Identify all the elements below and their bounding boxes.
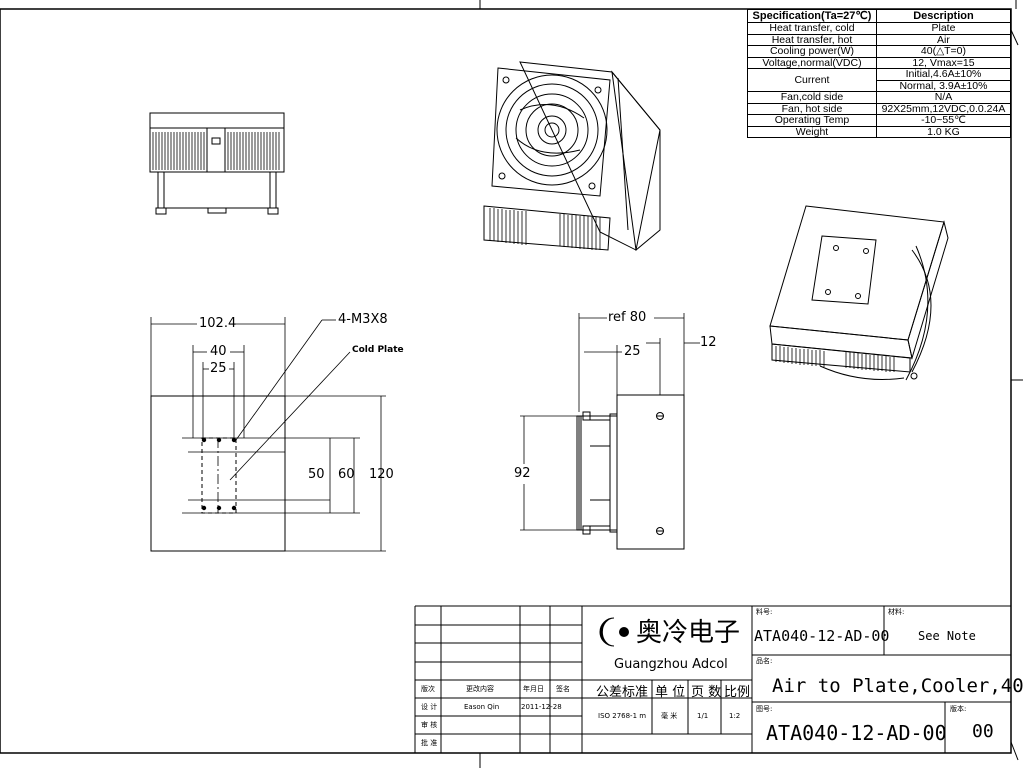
spec-label: Fan, hot side	[747, 102, 877, 115]
front-view-plate	[150, 317, 386, 552]
design-date: 2011-12-28	[521, 703, 562, 711]
title-block-grid	[414, 605, 1011, 753]
drawing-no: ATA040-12-AD-00	[766, 721, 947, 745]
spec-label: Heat transfer, hot	[747, 33, 877, 46]
pages-label: 页 数	[691, 685, 722, 700]
dim-fan-height: 92	[514, 466, 531, 481]
version-value: 00	[972, 721, 994, 742]
screw-callout: 4-M3X8	[338, 312, 388, 327]
company-name-en: Guangzhou Adcol	[614, 657, 728, 672]
isometric-plate-view	[769, 205, 949, 381]
spec-label: Current	[747, 68, 877, 92]
spec-label: Weight	[747, 125, 877, 138]
part-no: ATA040-12-AD-00	[754, 627, 890, 645]
scale-label: 比例	[724, 685, 751, 700]
specification-table: Specification(Ta=27℃) Description Heat t…	[747, 9, 1012, 138]
spec-value: 40(△T=0)	[875, 45, 1012, 58]
dim-height-60: 60	[338, 467, 355, 482]
change-label: 更改内容	[466, 685, 494, 693]
version-label: 版本:	[950, 705, 967, 713]
dim-height-50: 50	[308, 467, 325, 482]
approve-label: 批 准	[421, 739, 438, 747]
date-label: 年月日	[523, 685, 544, 693]
cold-plate-label: Cold Plate	[352, 345, 404, 355]
unit-label: 单 位	[655, 685, 686, 700]
spec-label: Fan,cold side	[747, 91, 877, 104]
spec-value: 12, Vmax=15	[875, 56, 1012, 69]
spec-value: Initial,4.6A±10%	[875, 68, 1012, 81]
spec-label: Operating Temp	[747, 114, 877, 127]
review-label: 审 核	[421, 721, 438, 729]
dim-width-total: 102.4	[199, 316, 237, 331]
unit-value: 毫 米	[661, 712, 678, 720]
dim-depth-12: 12	[700, 335, 717, 350]
dim-ref-depth: ref 80	[608, 310, 647, 325]
material-label: 材料:	[888, 608, 905, 616]
spec-value: Plate	[875, 22, 1012, 35]
spec-value: 92X25mm,12VDC,0.0.24A	[875, 102, 1012, 115]
spec-header-right: Description	[875, 9, 1012, 23]
spec-value: 1.0 KG	[875, 125, 1012, 138]
spec-label: Heat transfer, cold	[747, 22, 877, 35]
part-no-label: 料号:	[756, 608, 773, 616]
spec-value: N/A	[875, 91, 1012, 104]
rev-label: 版次	[421, 685, 435, 693]
dim-depth-25: 25	[624, 344, 641, 359]
design-label: 设 计	[421, 703, 438, 711]
tolerance-label: 公差标准	[596, 685, 649, 700]
spec-value: Air	[875, 33, 1012, 46]
dim-height-120: 120	[369, 467, 394, 482]
product-name: Air to Plate,Cooler,40W	[772, 675, 1023, 697]
tolerance-value: ISO 2768-1 m	[598, 712, 647, 720]
spec-value: Normal, 3.9A±10%	[875, 79, 1012, 92]
company-name-cn: 奥冷电子	[636, 618, 741, 648]
company-logo	[599, 617, 629, 647]
isometric-fan-view	[483, 61, 661, 251]
dim-width-plate: 25	[210, 361, 227, 376]
spec-label: Voltage,normal(VDC)	[747, 56, 877, 69]
material-value: See Note	[918, 629, 976, 643]
dim-width-holes: 40	[210, 344, 227, 359]
scale-value: 1:2	[729, 712, 741, 720]
spec-label: Cooling power(W)	[747, 45, 877, 58]
drawing-no-label: 图号:	[756, 705, 773, 713]
pages-value: 1/1	[697, 712, 709, 720]
spec-value: -10~55℃	[875, 114, 1012, 127]
side-view-section	[520, 313, 700, 550]
spec-header-left: Specification(Ta=27℃)	[747, 9, 877, 23]
name-label: 品名:	[756, 657, 773, 665]
designer-name: Eason Qin	[464, 703, 500, 711]
side-view-small	[149, 112, 285, 215]
sign-label: 签名	[556, 685, 570, 693]
